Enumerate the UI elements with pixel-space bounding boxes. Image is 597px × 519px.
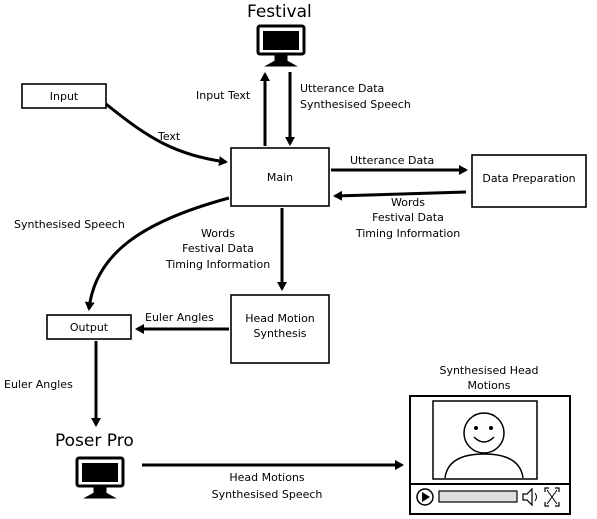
arrow-main-to-output — [84, 196, 230, 311]
label-poser-line1: Head Motions — [229, 471, 305, 484]
head-motion-label-line1: Head Motion — [245, 312, 315, 325]
label-input-text: Input Text — [196, 89, 251, 102]
fullscreen-icon — [544, 487, 560, 507]
output-node: Output — [46, 314, 132, 340]
label-dataprep-line3: Timing Information — [355, 227, 460, 240]
video-caption-line1: Synthesised Head — [439, 364, 538, 377]
monitor-icon — [256, 24, 306, 67]
label-synthesised-speech: Synthesised Speech — [14, 218, 125, 231]
head-motion-label-line2: Synthesis — [253, 327, 306, 340]
input-label: Input — [50, 90, 79, 103]
label-utterance-data: Utterance Data — [350, 154, 434, 167]
play-icon — [416, 488, 434, 506]
video-player-icon — [409, 395, 571, 515]
main-node: Main — [230, 147, 330, 207]
label-dataprep-line1: Words — [391, 196, 425, 209]
label-festival-line1: Utterance Data — [300, 82, 384, 95]
arrow-input-to-main — [105, 102, 228, 166]
output-label: Output — [70, 321, 109, 334]
monitor-icon — [75, 456, 125, 499]
label-euler-angles-1: Euler Angles — [145, 311, 214, 324]
label-main-hm-line3: Timing Information — [165, 258, 270, 271]
label-poser-line2: Synthesised Speech — [212, 488, 323, 501]
video-caption-line2: Motions — [467, 379, 510, 392]
label-main-hm-line1: Words — [201, 227, 235, 240]
poser-pro-title: Poser Pro — [55, 431, 134, 451]
main-label: Main — [267, 171, 293, 184]
head-motion-synthesis-node: Head Motion Synthesis — [230, 294, 330, 364]
speaker-icon — [522, 487, 537, 507]
data-preparation-label: Data Preparation — [482, 172, 575, 185]
label-text: Text — [157, 130, 181, 143]
label-euler-angles-2: Euler Angles — [4, 378, 73, 391]
label-festival-line2: Synthesised Speech — [300, 98, 411, 111]
progress-bar — [438, 490, 518, 503]
label-main-hm-line2: Festival Data — [182, 242, 254, 255]
arrow-dataprep-to-main — [333, 190, 467, 201]
festival-title: Festival — [247, 2, 312, 22]
input-node: Input — [21, 83, 107, 109]
smiley-face-icon — [444, 412, 524, 479]
label-dataprep-line2: Festival Data — [372, 211, 444, 224]
data-preparation-node: Data Preparation — [471, 154, 587, 208]
